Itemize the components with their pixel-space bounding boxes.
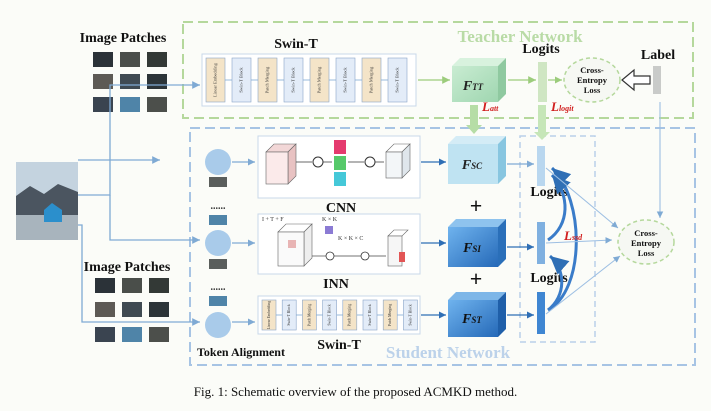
teacher-swin-label: Swin-T bbox=[274, 37, 318, 52]
input-to-swin-arrow bbox=[78, 224, 200, 326]
swin-block-label: Swin-T Block bbox=[239, 67, 244, 93]
student-logits-label-2: Logits bbox=[530, 271, 568, 286]
inn-kxk: K × K bbox=[322, 217, 338, 223]
teacher-loss-line1: Cross- bbox=[580, 65, 604, 75]
teacher-feature-cube: FTT bbox=[452, 58, 506, 102]
student-feature-cube-inn: FSI bbox=[448, 219, 506, 267]
teacher-logits-bar bbox=[538, 62, 547, 102]
student-logits-region bbox=[519, 135, 596, 343]
student-logits-bar-cnn bbox=[537, 146, 545, 186]
student-network-title: Student Network bbox=[386, 343, 511, 362]
swin-block-label: Patch Merging bbox=[265, 66, 270, 93]
svg-text:FST: FST bbox=[461, 312, 482, 327]
student-logits-bar-inn bbox=[537, 222, 545, 264]
inn-kkc: K × K × C bbox=[338, 236, 363, 242]
student-logits-bar-swin bbox=[537, 292, 545, 334]
swin-block-label: Swin-T Block bbox=[343, 67, 348, 93]
plus-sign-1: + bbox=[470, 193, 483, 218]
ssd-arrow-inn-to-cnn bbox=[547, 173, 571, 242]
input-image bbox=[16, 162, 78, 240]
teacher-network-title: Teacher Network bbox=[457, 27, 583, 46]
image-patches-label-bottom: Image Patches bbox=[84, 260, 171, 275]
svg-text:FSI: FSI bbox=[462, 241, 481, 256]
swin-block-label: Linear Embedding bbox=[213, 62, 218, 96]
swin-block-label: Swin-T Block bbox=[327, 304, 331, 325]
plus-sign-2: + bbox=[470, 266, 483, 291]
label-arrow bbox=[621, 68, 651, 92]
swin-block-label: Swin-T Block bbox=[291, 67, 296, 93]
inn-involution-module bbox=[277, 223, 409, 267]
swin-block-label: Patch Merging bbox=[317, 66, 322, 93]
swin-block-label: Swin-T Block bbox=[395, 67, 400, 93]
swin-block-label: Patch Merging bbox=[388, 304, 392, 326]
swin-block-label: Swin-T Block bbox=[287, 304, 291, 325]
token-dots-1: ...... bbox=[211, 201, 227, 212]
logit-transfer-head bbox=[534, 132, 550, 140]
input-to-teacher-arrow bbox=[78, 81, 200, 196]
cnn-label: CNN bbox=[326, 201, 356, 216]
label-bar bbox=[653, 66, 661, 94]
image-patches-grid-top bbox=[93, 52, 167, 112]
cnn-attention-module bbox=[265, 140, 411, 186]
att-transfer-bar bbox=[470, 105, 478, 125]
image-patches-grid-bottom bbox=[95, 278, 169, 342]
inn-label: INN bbox=[323, 277, 349, 292]
loss-att-label: Latt bbox=[481, 99, 499, 114]
teacher-network-region bbox=[182, 21, 694, 119]
att-transfer-head bbox=[466, 125, 482, 134]
teacher-loss-line3: Loss bbox=[584, 85, 601, 95]
student-loss-line3: Loss bbox=[638, 248, 655, 258]
swin-block-label: Swin-T Block bbox=[408, 304, 412, 325]
swin-logits-to-loss-arrow bbox=[545, 255, 621, 315]
inn-logits-to-loss-arrow bbox=[545, 237, 613, 244]
student-feature-cube-swin: FST bbox=[448, 292, 506, 337]
token-dots-2: ...... bbox=[211, 282, 227, 293]
diagram: Teacher Network Student Network Image Pa… bbox=[16, 21, 696, 366]
student-loss-circle bbox=[617, 219, 675, 265]
student-swin-blocks: Linear Embedding Swin-T Block Patch Mergin… bbox=[261, 299, 418, 331]
teacher-loss-circle bbox=[563, 57, 621, 103]
swin-block-label: Linear Embedding bbox=[267, 301, 271, 329]
image-patches-label-top: Image Patches bbox=[80, 31, 167, 46]
student-loss-line1: Cross- bbox=[634, 228, 658, 238]
teacher-loss-line2: Entropy bbox=[577, 75, 608, 85]
teacher-feature-sub: TT bbox=[472, 82, 483, 92]
label-text: Label bbox=[641, 48, 675, 63]
token-alignment-label: Token Alignment bbox=[197, 345, 285, 359]
student-network-region bbox=[189, 127, 696, 366]
loss-ssd-label: Lssd bbox=[563, 228, 583, 243]
svg-text:FTT: FTT bbox=[462, 79, 484, 94]
swin-block-label: Patch Merging bbox=[369, 66, 374, 93]
teacher-feature-main: F bbox=[462, 79, 473, 94]
ssd-arrow-swin-to-inn bbox=[547, 254, 570, 312]
teacher-swin-blocks: Linear Embedding Swin-T Block Patch Mergin… bbox=[205, 57, 408, 103]
figure-caption: Fig. 1: Schematic overview of the propos… bbox=[193, 384, 518, 399]
token-alignment-column: ...... ...... bbox=[205, 149, 231, 338]
swin-block bbox=[403, 299, 418, 331]
swin-block-label: Patch Merging bbox=[307, 304, 311, 326]
inn-formula: I + T + F bbox=[262, 217, 284, 223]
logit-transfer-bar bbox=[538, 105, 546, 133]
cnn-logits-to-loss-arrow bbox=[545, 167, 619, 229]
input-to-inn-arrow bbox=[109, 195, 200, 244]
loss-logit-label: Llogit bbox=[550, 99, 574, 114]
teacher-logits-label: Logits bbox=[522, 42, 560, 57]
svg-text:FSC: FSC bbox=[461, 158, 483, 173]
student-loss-line2: Entropy bbox=[631, 238, 662, 248]
student-swin-label: Swin-T bbox=[317, 338, 361, 353]
swin-block-label: Swin-T Block bbox=[368, 304, 372, 325]
student-feature-cube-cnn: FSC bbox=[448, 136, 506, 184]
swin-block bbox=[387, 57, 408, 103]
swin-block-label: Patch Merging bbox=[348, 304, 352, 326]
